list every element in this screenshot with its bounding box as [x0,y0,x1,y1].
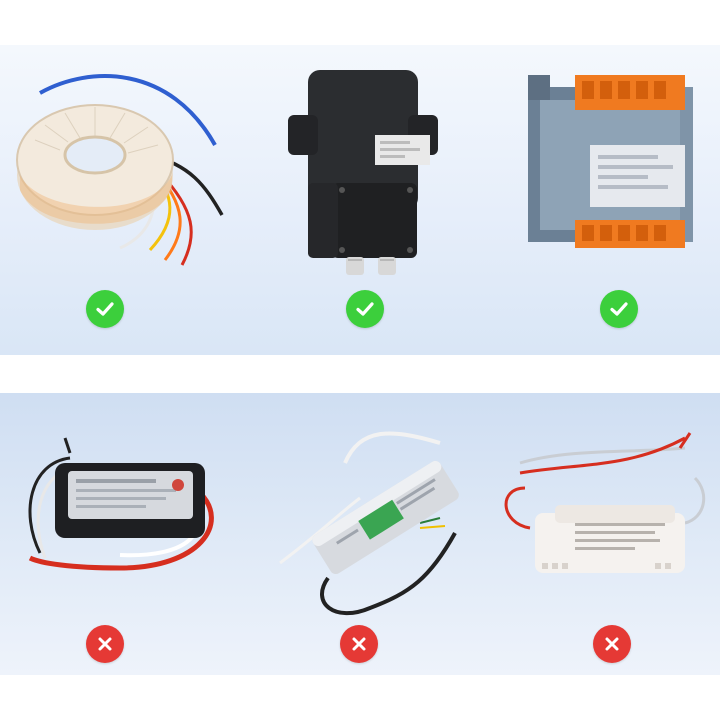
electronic-transformer-black-image [28,437,214,571]
unsuitable-badge [86,625,124,663]
suitable-badge [600,290,638,328]
waterproof-transformer-image [288,70,438,275]
cross-icon [98,637,112,651]
cross-icon [605,637,619,651]
led-driver-item [240,393,480,663]
electronic-transformer-white-image [504,432,706,573]
unsuitable-panel [0,393,720,675]
suitable-panel [0,45,720,355]
toroidal-transformer-item [0,45,240,328]
toroidal-transformer-image [16,74,224,266]
unsuitable-badge [340,625,378,663]
electronic-transformer-white-item [480,393,720,663]
check-icon [96,302,114,316]
unsuitable-badge [593,625,631,663]
cross-icon [352,637,366,651]
control-transformer-image [528,75,693,248]
suitable-badge [86,290,124,328]
check-icon [356,302,374,316]
waterproof-transformer-item [240,45,480,328]
check-icon [610,302,628,316]
electronic-transformer-black-item [0,393,240,663]
control-transformer-item [480,45,720,328]
led-driver-image [279,431,459,616]
suitable-badge [346,290,384,328]
